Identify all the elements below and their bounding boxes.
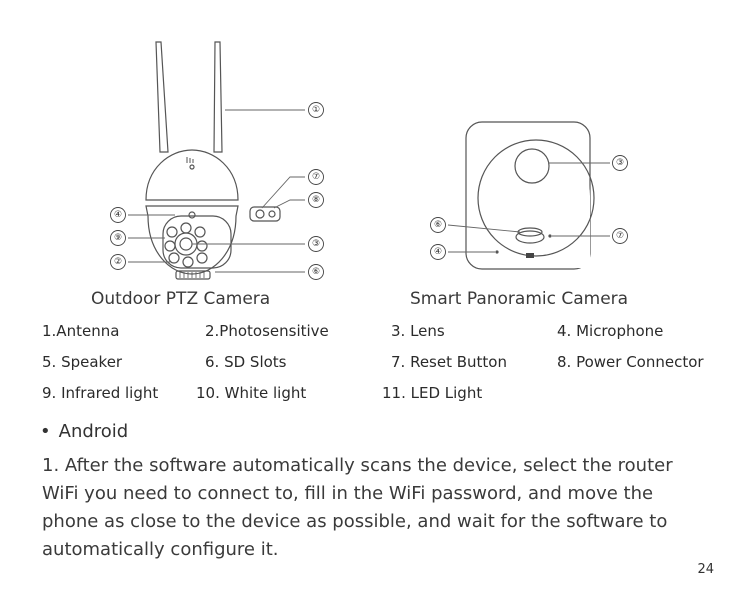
part-label: 10. White light — [196, 384, 307, 402]
callout-marker: ③ — [308, 236, 324, 252]
svg-text:⑧: ⑧ — [312, 195, 320, 205]
svg-text:④: ④ — [114, 210, 122, 220]
product-diagram: ① ⑦ ⑧ ④ ⑨ ③ ② ⑥ ③ ⑥ — [0, 0, 750, 290]
parts-row: 9. Infrared light 10. White light 11. LE… — [0, 384, 750, 406]
part-label: 3. Lens — [391, 322, 445, 340]
svg-text:④: ④ — [434, 247, 442, 257]
bullet-icon: • — [40, 421, 51, 442]
callout-marker: ⑧ — [308, 192, 324, 208]
panoramic-camera-title: Smart Panoramic Camera — [410, 289, 629, 309]
svg-text:②: ② — [114, 257, 122, 267]
callout-marker: ⑥ — [430, 217, 446, 233]
callout-marker: ④ — [110, 207, 126, 223]
svg-text:③: ③ — [616, 158, 624, 168]
svg-text:⑦: ⑦ — [312, 172, 320, 182]
part-label: 8. Power Connector — [557, 353, 704, 371]
parts-row: 5. Speaker 6. SD Slots 7. Reset Button 8… — [0, 353, 750, 375]
part-label: 7. Reset Button — [391, 353, 507, 371]
part-label: 6. SD Slots — [205, 353, 287, 371]
callout-marker: ③ — [612, 155, 628, 171]
instruction-paragraph: 1. After the software automatically scan… — [42, 455, 673, 560]
svg-text:⑥: ⑥ — [434, 220, 442, 230]
callout-marker: ① — [308, 102, 324, 118]
page-number: 24 — [697, 562, 714, 577]
svg-text:⑨: ⑨ — [114, 233, 122, 243]
svg-text:⑥: ⑥ — [312, 267, 320, 277]
callout-marker: ⑦ — [308, 169, 324, 185]
part-label: 4. Microphone — [557, 322, 664, 340]
part-label: 11. LED Light — [382, 384, 483, 402]
svg-text:⑦: ⑦ — [616, 231, 624, 241]
callout-marker: ④ — [430, 244, 446, 260]
ptz-camera-title: Outdoor PTZ Camera — [91, 289, 271, 309]
ptz-callouts: ① ⑦ ⑧ ④ ⑨ ③ ② ⑥ — [110, 102, 324, 280]
callout-marker: ⑨ — [110, 230, 126, 246]
section-heading-text: Android — [58, 421, 129, 442]
svg-text:③: ③ — [312, 239, 320, 249]
ptz-camera-illustration — [145, 41, 281, 280]
part-label: 5. Speaker — [42, 353, 123, 371]
callout-marker: ⑥ — [308, 264, 324, 280]
panoramic-callouts: ③ ⑥ ⑦ ④ — [430, 155, 628, 260]
svg-text:①: ① — [312, 105, 320, 115]
part-label: 2.Photosensitive — [205, 322, 329, 340]
part-label: 1.Antenna — [42, 322, 120, 340]
section-heading: • Android — [40, 421, 128, 442]
callout-marker: ② — [110, 254, 126, 270]
callout-marker: ⑦ — [612, 228, 628, 244]
parts-row: 1.Antenna 2.Photosensitive 3. Lens 4. Mi… — [0, 322, 750, 344]
panoramic-camera-illustration — [465, 121, 595, 270]
ptz-leader-lines — [128, 109, 305, 273]
panoramic-leader-lines — [447, 162, 610, 253]
part-label: 9. Infrared light — [42, 384, 159, 402]
